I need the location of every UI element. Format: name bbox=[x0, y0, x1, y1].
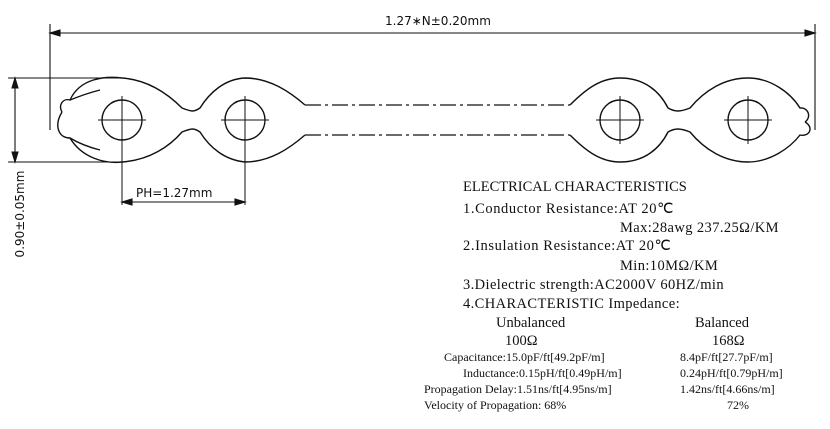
pitch-label: PH=1.27mm bbox=[136, 186, 213, 200]
spec-heading: ELECTRICAL CHARACTERISTICS bbox=[463, 179, 687, 195]
velocity-balanced: 72% bbox=[727, 398, 749, 412]
thickness-label: 0.90±0.05mm bbox=[13, 170, 27, 258]
propagation-delay-unbalanced: Propagation Delay:1.51ns/ft[4.95ns/m] bbox=[424, 382, 612, 396]
propagation-delay-balanced: 1.42ns/ft[4.66ns/m] bbox=[680, 382, 775, 396]
inductance-unbalanced: Inductance:0.15pH/ft[0.49pH/m] bbox=[463, 366, 622, 380]
capacitance-balanced: 8.4pF/ft[27.7pF/m] bbox=[680, 350, 773, 364]
overall-width-label: 1.27∗N±0.20mm bbox=[385, 14, 491, 28]
insulation-outline-top bbox=[59, 76, 306, 113]
spec-dielectric-strength: 3.Dielectric strength:AC2000V 60HZ/min bbox=[463, 277, 724, 293]
spec-conductor-resistance: 1.Conductor Resistance:AT 20℃ bbox=[463, 201, 675, 217]
insulation-outline-top-right bbox=[569, 77, 810, 123]
insulation-outline-bottom-right bbox=[569, 121, 811, 163]
unbalanced-label: Unbalanced bbox=[496, 315, 566, 331]
spec-insulation-min: Min:10MΩ/KM bbox=[620, 258, 719, 274]
balanced-label: Balanced bbox=[695, 315, 749, 331]
spec-impedance: 4.CHARACTERISTIC Impedance: bbox=[463, 296, 680, 312]
velocity-unbalanced: Velocity of Propagation: 68% bbox=[424, 398, 567, 412]
capacitance-unbalanced: Capacitance:15.0pF/ft[49.2pF/m] bbox=[444, 350, 605, 364]
unbalanced-value: 100Ω bbox=[505, 333, 538, 349]
balanced-value: 168Ω bbox=[712, 333, 745, 349]
inductance-balanced: 0.24pH/ft[0.79pH/m] bbox=[680, 366, 783, 380]
spec-conductor-max: Max:28awg 237.25Ω/KM bbox=[620, 220, 779, 236]
spec-insulation-resistance: 2.Insulation Resistance:AT 20℃ bbox=[463, 238, 672, 254]
